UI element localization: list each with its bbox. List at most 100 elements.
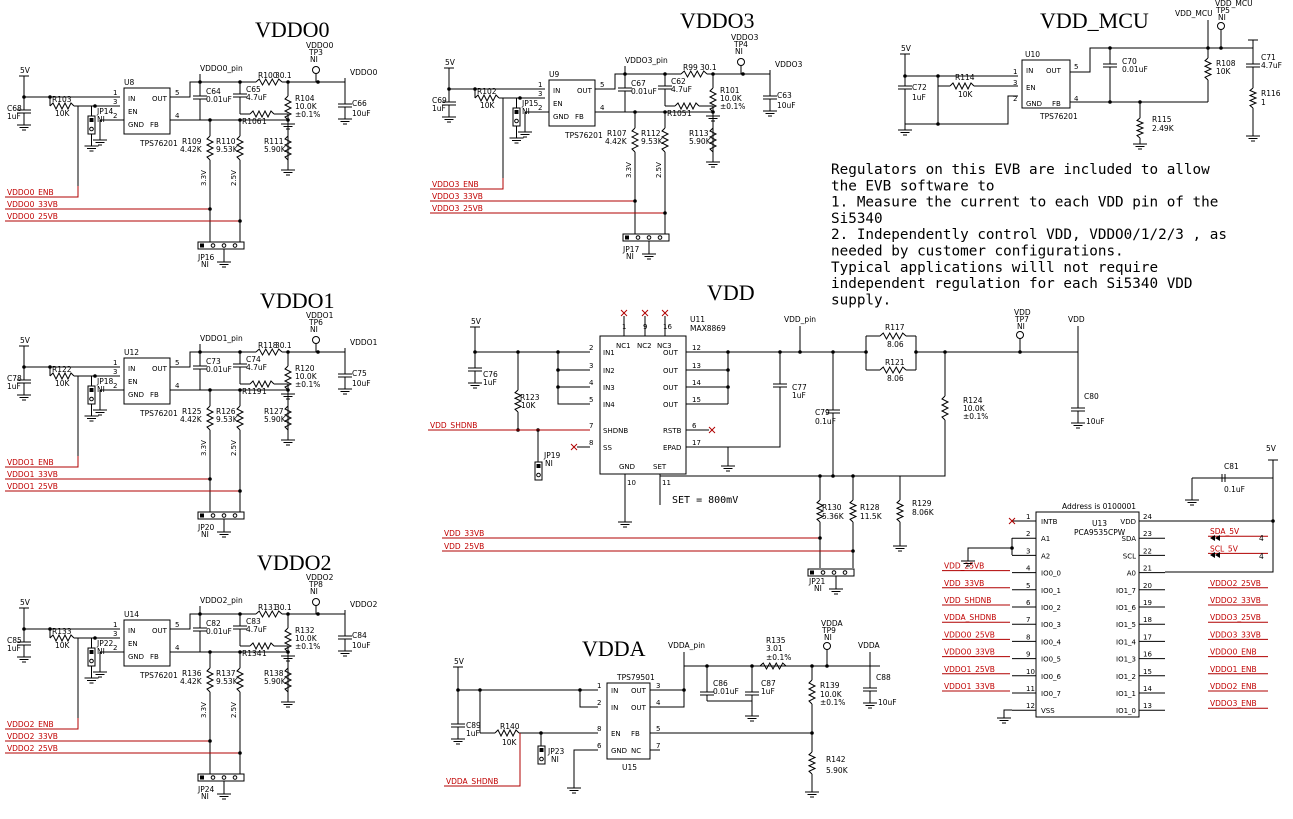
cap-ref: C78: [7, 374, 22, 383]
resistor-v: [283, 95, 293, 121]
junction-dot: [286, 612, 290, 616]
cap-ref: C85: [7, 636, 22, 645]
pin-number: 5: [175, 621, 179, 629]
jumper-ref: JP22: [96, 639, 114, 648]
pin-name: OUT: [1046, 67, 1062, 75]
net-label: VDDO1_25VB: [944, 665, 995, 674]
pin-name: A1: [1041, 535, 1050, 543]
cap-value: 1uF: [7, 644, 21, 653]
ic-ref: U12: [124, 348, 139, 357]
net-wire: [72, 186, 79, 198]
pin-number: 1: [1026, 513, 1030, 521]
resistor-value: 30.1: [700, 63, 717, 72]
resistor-ref: R114: [955, 73, 975, 82]
jumper-ref: JP18: [96, 377, 114, 386]
net-wire: [72, 456, 79, 468]
output-net: VDDO1: [350, 338, 378, 347]
section-title-vddo0: VDDO0: [255, 17, 330, 42]
pin-number: 4: [175, 644, 180, 652]
junction-dot: [1010, 546, 1014, 550]
pin-number: 16: [1143, 651, 1152, 659]
resistor-ref: R107: [607, 129, 627, 138]
cap-ref: C77: [792, 383, 807, 392]
pin-name: GND: [611, 747, 627, 755]
resistor-ref: R116: [1261, 89, 1281, 98]
resistor-ref: R127: [264, 407, 284, 416]
junction-dot: [286, 350, 290, 354]
jumper-pin: [514, 118, 519, 124]
pin-name: SHDNB: [603, 427, 628, 435]
net-wire: [72, 718, 79, 730]
resistor-v: [283, 365, 293, 391]
cap-ref: C62: [671, 77, 686, 86]
resistor-ref: R131: [258, 603, 278, 612]
note-line: independent regulation for each Si5340 V…: [831, 276, 1193, 292]
resistor-ref: R112: [641, 129, 661, 138]
pin-arrow: [1210, 552, 1215, 558]
pin-name: IO0_7: [1041, 690, 1061, 698]
voltage-label: 2.5V: [230, 440, 238, 456]
resistor-v: [513, 389, 523, 413]
pin-number: 11: [662, 479, 671, 487]
pin-name: IO1_7: [1116, 587, 1136, 595]
junction-dot: [556, 385, 560, 389]
cap-value: 4.7uF: [246, 93, 267, 102]
section-title-vdda: VDDA: [582, 636, 646, 661]
testpoint-circle: [312, 336, 320, 344]
resistor-tolerance: ±0.1%: [295, 110, 320, 119]
pin-name: OUT: [577, 87, 593, 95]
net-wire: [497, 178, 504, 190]
jumper-ref: JP23: [547, 747, 565, 756]
wire: [457, 675, 598, 691]
resistor-ref: R118: [258, 341, 278, 350]
junction-dot: [633, 110, 637, 114]
cap-value: 10uF: [878, 698, 897, 707]
net-label: VDDO0_33VB: [7, 200, 58, 209]
resistor-value: 30.1: [275, 603, 292, 612]
testpoint-ref: TP6: [308, 318, 323, 327]
junction-dot: [741, 72, 745, 76]
jumper-ni: NI: [201, 792, 209, 801]
pin-name: A2: [1041, 552, 1050, 560]
junction-dot: [518, 96, 522, 100]
pin-name: RSTB: [663, 427, 682, 435]
resistor-ref: R136: [182, 669, 202, 678]
voltage-label: 3.3V: [200, 702, 208, 718]
pin-number: 7: [656, 742, 660, 750]
pin-name: EN: [128, 378, 138, 386]
pin-number: 2: [1013, 95, 1017, 103]
junction-dot: [818, 536, 822, 540]
ic-ref: U15: [622, 763, 637, 772]
resistor-tolerance: ±0.1%: [295, 642, 320, 651]
net-label: VDDO2_25VB: [7, 744, 58, 753]
jumper-pin: [89, 658, 94, 664]
jumper-pin: [625, 235, 629, 240]
section-title-vdd: VDD: [707, 280, 755, 305]
wire: [1165, 460, 1274, 522]
resistor-v: [283, 627, 293, 653]
resistor-ref: R120: [295, 364, 315, 373]
net-wire: [512, 733, 521, 787]
pin-name: SS: [603, 444, 612, 452]
resistor-value: 10K: [55, 109, 71, 118]
pin-number: 12: [1026, 702, 1035, 710]
pin-number: 8: [597, 725, 601, 733]
pin-name: IO1_3: [1116, 656, 1136, 664]
cap-value: 1uF: [483, 378, 497, 387]
testpoint-ni: NI: [310, 587, 318, 596]
jumper-pin: [539, 756, 544, 762]
pin-number: 5: [589, 396, 593, 404]
pin-arrow: [1215, 535, 1220, 541]
jumper-pin: [89, 396, 94, 402]
pin-name: SDA: [1122, 535, 1137, 543]
pin-name: IN: [611, 704, 618, 712]
note-line: the EVB software to: [831, 178, 995, 194]
net-label: SDA_5V: [1210, 527, 1240, 536]
jumper-pin: [657, 235, 663, 240]
junction-dot: [238, 388, 242, 392]
resistor-v: [708, 127, 718, 153]
no-connect: [620, 309, 628, 317]
testpoint-net: VDDO1: [306, 311, 334, 320]
pin-number: 15: [692, 396, 701, 404]
